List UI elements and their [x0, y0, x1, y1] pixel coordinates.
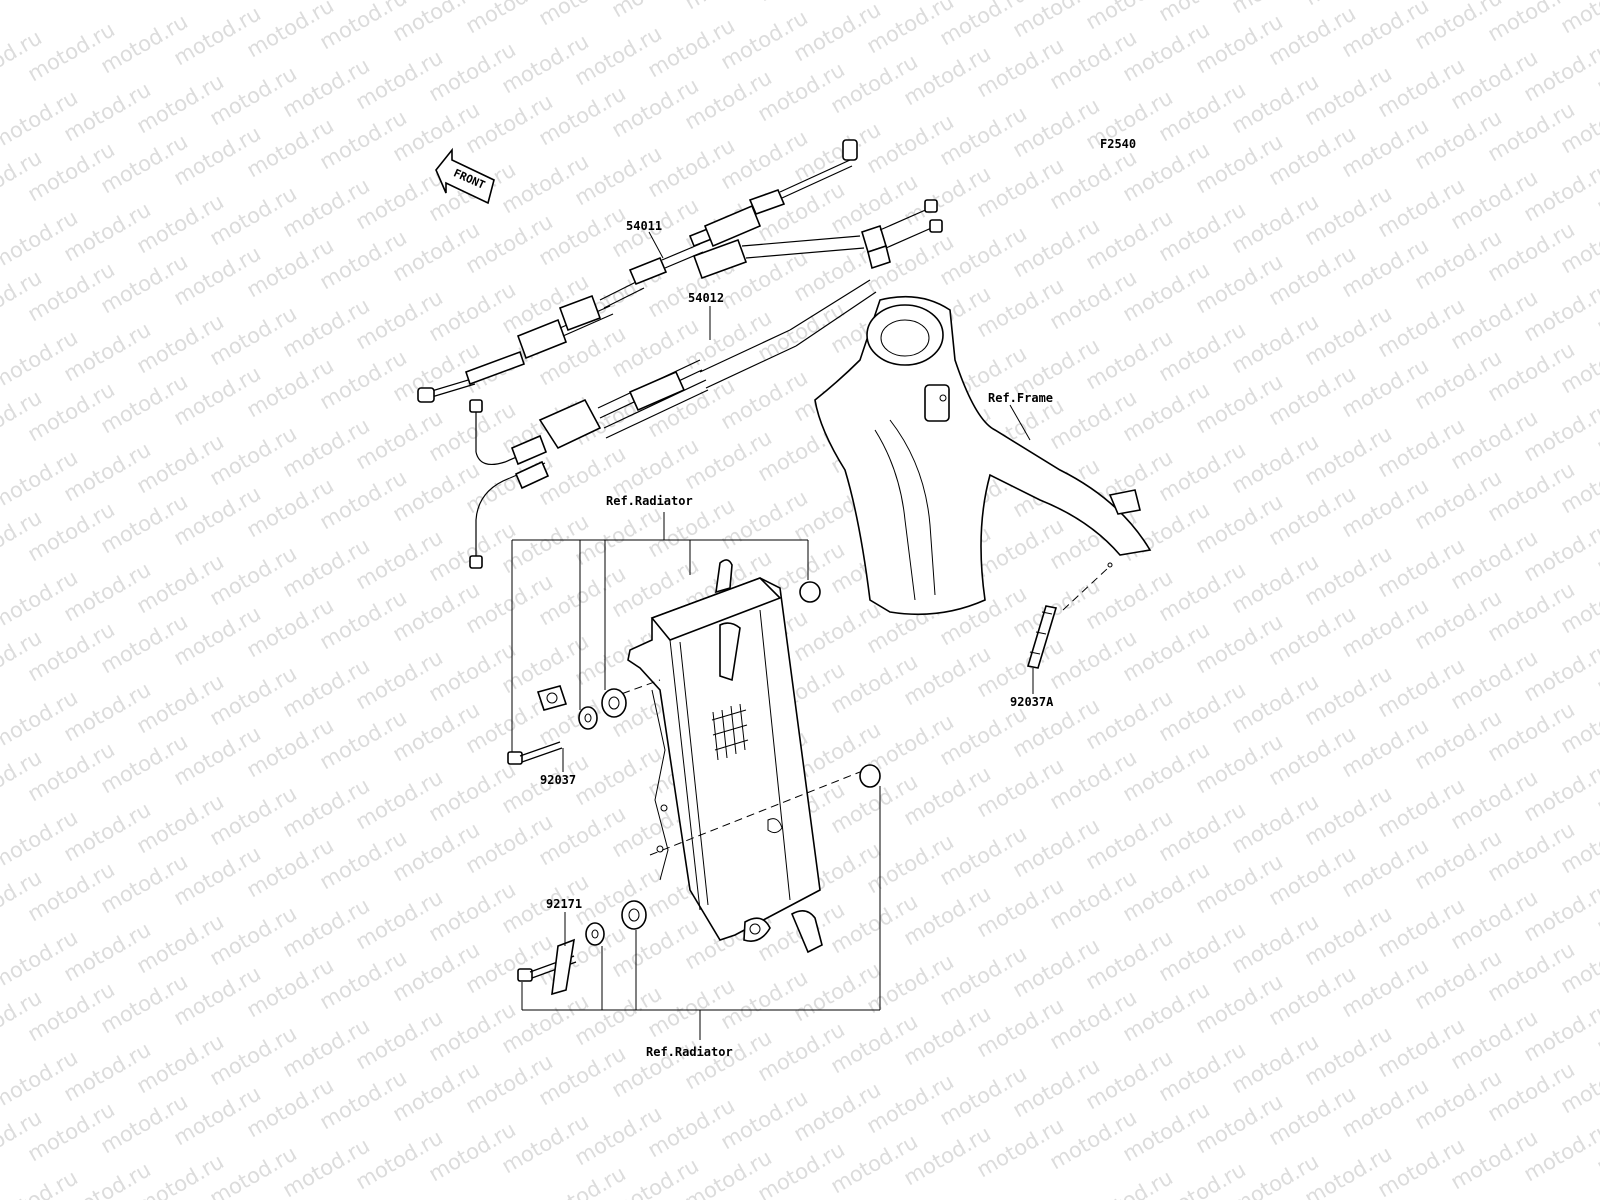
- watermark-text: motod.ru: [754, 0, 849, 6]
- watermark-text: motod.ru: [0, 1165, 82, 1200]
- throttle-cable-lower: [469, 199, 943, 569]
- lower-grommet-rubber: [621, 900, 647, 930]
- bolt-and-clamp-92037: [507, 685, 568, 765]
- label-54012: 54012: [688, 291, 724, 305]
- label-92037a: 92037A: [1010, 695, 1054, 709]
- label-ref-radiator-top: Ref.Radiator: [606, 494, 693, 508]
- bolt-92037a: [1026, 567, 1109, 669]
- label-54011: 54011: [626, 219, 662, 233]
- frame-reference: [814, 295, 1152, 616]
- front-arrow-icon: FRONT: [435, 147, 495, 205]
- throttle-cable-upper: [417, 139, 858, 403]
- label-ref-frame: Ref.Frame: [988, 391, 1053, 405]
- right-mount-collar: [859, 764, 881, 788]
- ref-radiator-bottom-bracket: [521, 786, 881, 1040]
- label-92171: 92171: [546, 897, 582, 911]
- leader-54011: [648, 231, 664, 259]
- watermark-text: motod.ru: [681, 0, 776, 14]
- watermark-text: motod.ru: [1082, 1165, 1177, 1200]
- upper-grommet-rubber: [601, 688, 627, 718]
- top-right-grommet: [799, 581, 821, 603]
- radiator-core-fins: [711, 703, 749, 761]
- diagram-code: F2540: [1100, 137, 1136, 151]
- label-ref-radiator-bottom: Ref.Radiator: [646, 1045, 733, 1059]
- upper-washer-collar: [578, 706, 598, 730]
- ref-radiator-top-bracket: [511, 512, 809, 758]
- label-92037: 92037: [540, 773, 576, 787]
- radiator: [609, 559, 866, 954]
- lower-washer-collar: [585, 922, 605, 946]
- bolt-and-clamp-92171: [517, 938, 577, 996]
- leader-ref-frame: [1009, 404, 1031, 441]
